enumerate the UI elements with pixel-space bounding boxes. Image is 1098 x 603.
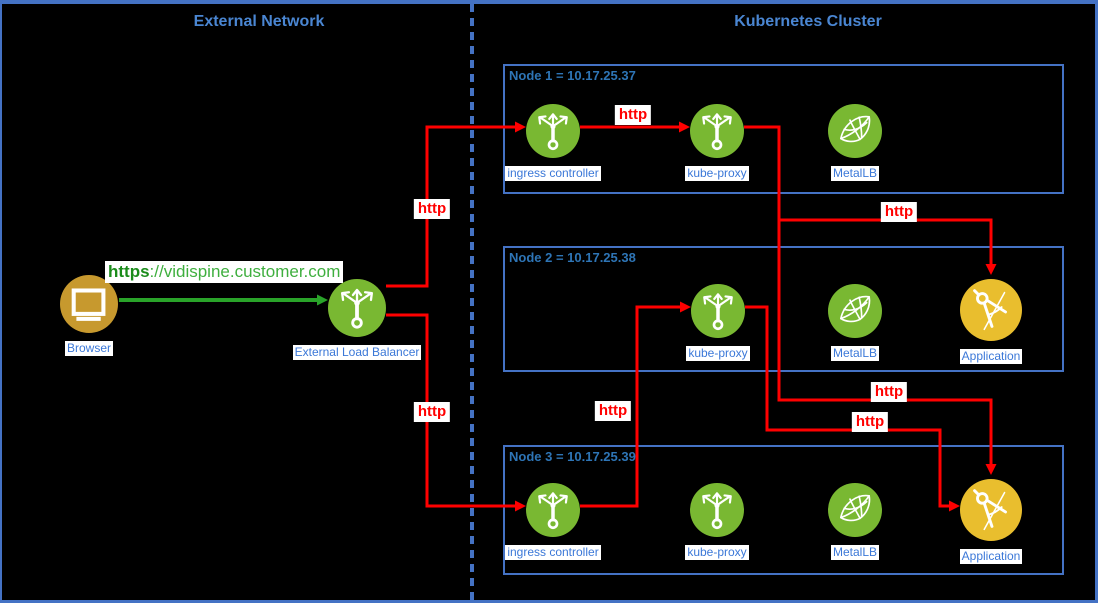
node1-metallb-label-wrap: MetalLB — [765, 164, 945, 182]
browser-icon — [62, 277, 116, 331]
node-node1-ingress-controller — [526, 104, 580, 158]
external-network-title: External Network — [193, 13, 325, 30]
arrowhead-browser-to-elb — [317, 294, 328, 306]
application-icon — [962, 281, 1020, 339]
node-node1-kube-proxy — [690, 104, 744, 158]
node2-metallb-label-wrap: MetalLB — [765, 344, 945, 362]
node3-metallb-label-wrap: MetalLB — [765, 543, 945, 561]
browser-label: Browser — [64, 341, 113, 356]
node-node2-kube-proxy — [691, 284, 745, 338]
external-load-balancer-label: External Load Balancer — [292, 345, 422, 360]
load-balancer-icon — [692, 485, 742, 535]
node3-application-label: Application — [959, 549, 1023, 564]
node3-metallb-label: MetalLB — [830, 545, 880, 560]
node-node3-application — [960, 479, 1022, 541]
node-node2-application — [960, 279, 1022, 341]
node2-kube-proxy-label: kube-proxy — [686, 346, 750, 361]
node-browser — [60, 275, 118, 333]
edge-elb-to-node1-ingress — [386, 125, 517, 288]
https-url-label: https://vidispine.customer.com — [105, 261, 344, 283]
node2-application-label: Application — [959, 349, 1023, 364]
node1-metallb-label: MetalLB — [830, 166, 880, 181]
load-balancer-icon — [692, 106, 742, 156]
node1-kube-proxy-label-wrap: kube-proxy — [627, 164, 807, 182]
node3-application-label-wrap: Application — [901, 547, 1081, 565]
node-external-load-balancer — [328, 279, 386, 337]
load-balancer-icon — [528, 106, 578, 156]
node-node1-metallb — [828, 104, 882, 158]
load-balancer-icon — [693, 286, 743, 336]
metallb-icon — [830, 286, 880, 336]
node-node2-metallb — [828, 284, 882, 338]
application-icon — [962, 481, 1020, 539]
node1-ingress-controller-label-wrap: ingress controller — [463, 164, 643, 182]
http-edge-label: http — [851, 412, 889, 432]
url-scheme: https — [108, 262, 150, 281]
url-rest: ://vidispine.customer.com — [149, 262, 341, 281]
http-edge-label: http — [413, 402, 451, 422]
kubernetes-cluster-title: Kubernetes Cluster — [734, 13, 882, 30]
node3-kube-proxy-label-wrap: kube-proxy — [627, 543, 807, 561]
load-balancer-icon — [528, 485, 578, 535]
browser-label-wrap: Browser — [2, 339, 179, 357]
metallb-icon — [830, 485, 880, 535]
node-box-label: Node 1 = 10.17.25.37 — [509, 68, 636, 83]
node-box-label: Node 2 = 10.17.25.38 — [509, 250, 636, 265]
http-edge-label: http — [413, 199, 451, 219]
node3-ingress-controller-label-wrap: ingress controller — [463, 543, 643, 561]
metallb-icon — [830, 106, 880, 156]
http-edge-label: http — [594, 401, 632, 421]
node1-kube-proxy-label: kube-proxy — [685, 166, 749, 181]
http-edge-label: http — [880, 202, 918, 222]
node2-application-label-wrap: Application — [901, 347, 1081, 365]
node2-kube-proxy-label-wrap: kube-proxy — [628, 344, 808, 362]
http-edge-label: http — [614, 105, 652, 125]
node-node3-ingress-controller — [526, 483, 580, 537]
node3-ingress-controller-label: ingress controller — [505, 545, 601, 560]
external-load-balancer-label-wrap: External Load Balancer — [267, 343, 447, 361]
http-edge-label: http — [870, 382, 908, 402]
node-node3-kube-proxy — [690, 483, 744, 537]
node-box-label: Node 3 = 10.17.25.39 — [509, 449, 636, 464]
node1-ingress-controller-label: ingress controller — [505, 166, 601, 181]
node2-metallb-label: MetalLB — [830, 346, 880, 361]
node-node3-metallb — [828, 483, 882, 537]
network-boundary-divider — [470, 4, 474, 600]
load-balancer-icon — [330, 281, 384, 335]
node3-kube-proxy-label: kube-proxy — [685, 545, 749, 560]
